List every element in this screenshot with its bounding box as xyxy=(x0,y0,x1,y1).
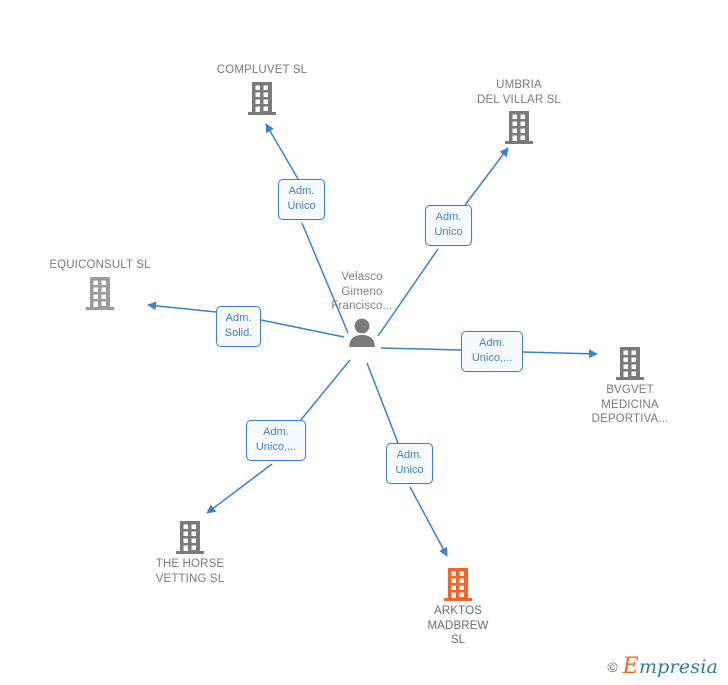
company-node-umbria-del-villar[interactable]: UMBRIA DEL VILLAR SL xyxy=(459,78,579,144)
person-label: Velasco Gimeno Francisco... xyxy=(331,271,393,312)
edge-label-equiconsult[interactable]: Adm. Solid. xyxy=(216,306,261,347)
edge-label-compluvet[interactable]: Adm. Unico xyxy=(278,179,325,220)
building-icon xyxy=(40,276,160,310)
empresia-logo-rest: mpresia xyxy=(638,656,718,678)
company-label-umbria-del-villar: UMBRIA DEL VILLAR SL xyxy=(477,79,561,106)
empresia-logo-initial: E xyxy=(622,654,639,679)
empresia-watermark: © Empresia xyxy=(607,654,718,679)
edge-label-bvgvet[interactable]: Adm. Unico,... xyxy=(461,331,523,372)
building-icon xyxy=(459,110,579,144)
company-label-equiconsult: EQUICONSULT SL xyxy=(49,259,151,271)
edge-person-to-umbria[interactable] xyxy=(377,147,509,337)
company-node-equiconsult[interactable]: EQUICONSULT SL xyxy=(40,258,160,310)
company-label-bvgvet: BVGVET MEDICINA DEPORTIVA... xyxy=(591,384,669,425)
edge-person-to-compluvet[interactable] xyxy=(265,123,349,334)
edge-label-arktos[interactable]: Adm. Unico xyxy=(386,443,433,484)
edge-label-the-horse-vetting[interactable]: Adm. Unico,... xyxy=(246,420,306,461)
company-node-compluvet[interactable]: COMPLUVET SL xyxy=(202,63,322,115)
company-node-arktos-madbrew[interactable]: ARKTOS MADBREW SL xyxy=(398,567,518,648)
company-node-the-horse-vetting[interactable]: THE HORSE VETTING SL xyxy=(130,520,250,586)
edge-person-to-arktos[interactable] xyxy=(366,362,448,557)
building-icon xyxy=(202,81,322,115)
building-icon xyxy=(570,346,690,380)
edge-person-to-bvgvet[interactable] xyxy=(380,347,598,359)
edge-person-to-equiconsult[interactable] xyxy=(147,301,345,338)
company-label-arktos-madbrew: ARKTOS MADBREW SL xyxy=(427,605,489,646)
copyright-symbol: © xyxy=(607,659,618,675)
building-icon xyxy=(130,520,250,554)
edge-person-to-the-horse-vetting[interactable] xyxy=(206,359,351,514)
company-label-compluvet: COMPLUVET SL xyxy=(216,64,308,76)
empresia-logo: Empresia xyxy=(622,654,718,679)
person-icon xyxy=(302,317,422,347)
company-node-bvgvet[interactable]: BVGVET MEDICINA DEPORTIVA... xyxy=(570,346,690,427)
building-icon xyxy=(398,567,518,601)
person-node-velasco-gimeno-francisco[interactable]: Velasco Gimeno Francisco... xyxy=(302,270,422,347)
edge-label-umbria[interactable]: Adm. Unico xyxy=(425,205,472,246)
company-label-the-horse-vetting: THE HORSE VETTING SL xyxy=(155,558,225,585)
